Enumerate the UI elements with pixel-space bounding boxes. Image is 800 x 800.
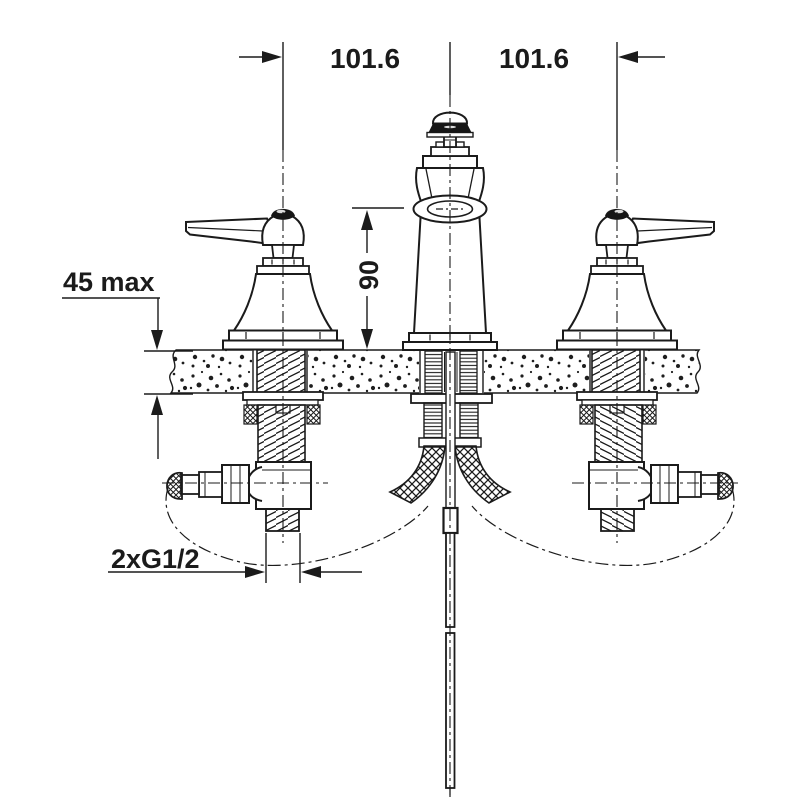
center-stud-left — [424, 350, 443, 394]
outlet-cylinder — [180, 474, 200, 495]
threaded-shank-right — [591, 349, 641, 394]
handle-left — [185, 208, 344, 351]
label-spacing-right: 101.6 — [499, 43, 569, 74]
stud-right — [459, 402, 479, 443]
dim-45-leader — [62, 297, 160, 331]
outlet-tip — [166, 472, 183, 500]
threaded-shank-left — [256, 349, 306, 394]
center-stud-right — [459, 350, 478, 394]
shank-thread — [257, 404, 306, 463]
label-spacing-left: 101.6 — [330, 43, 400, 74]
swing-arc-right — [471, 487, 735, 566]
flex-hose-left — [388, 445, 446, 504]
countertop-section — [169, 349, 701, 394]
dim-45-ticks — [144, 350, 193, 395]
label-spout-height: 90 — [354, 260, 384, 290]
wing-nut-left-ear — [243, 404, 258, 425]
stud-left — [423, 402, 443, 443]
wing-nut-right-ear — [306, 404, 321, 425]
outlet-hex-nut — [221, 464, 250, 504]
swing-arc-left — [165, 487, 429, 566]
dim-thread-ext-lines — [265, 533, 301, 583]
label-deck-thickness: 45 max — [63, 267, 155, 297]
outlet-coupling — [198, 471, 223, 498]
dimension-arrowheads — [151, 51, 638, 578]
flex-hose-right — [454, 445, 512, 504]
label-thread-size: 2xG1/2 — [111, 544, 200, 574]
supply-valve-left — [166, 391, 324, 532]
handle-right — [556, 207, 715, 351]
supply-valve-right — [576, 391, 735, 532]
